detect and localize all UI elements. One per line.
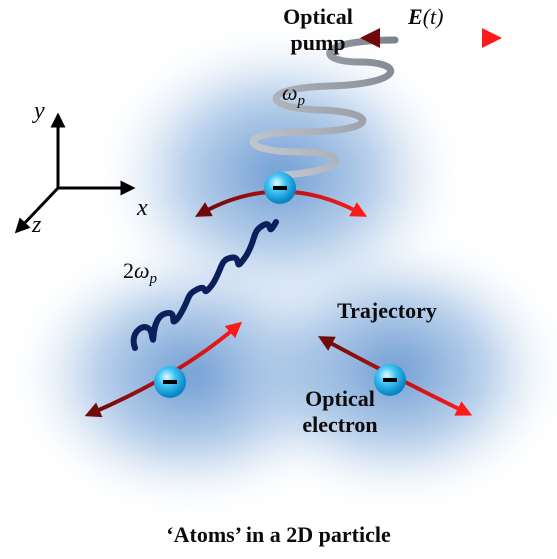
subscript-p: p <box>297 93 306 109</box>
trajectory-label: Trajectory <box>337 298 437 323</box>
field-label: E(t) <box>408 4 443 30</box>
z-axis-arrow <box>14 186 60 234</box>
field-argument: (t) <box>422 4 444 29</box>
electron-top <box>264 172 296 204</box>
atom-cloud <box>20 35 557 505</box>
omega-symbol: ω <box>282 80 298 105</box>
second-harmonic-label: 2ωp <box>123 258 158 287</box>
coordinate-axes <box>14 112 136 234</box>
caption: ‘Atoms’ in a 2D particle <box>166 522 391 547</box>
electron-left <box>154 366 186 398</box>
two-label: 2 <box>123 258 134 283</box>
optical-electron-line1: Optical <box>305 386 375 411</box>
optical-pump-line1: Optical <box>283 4 353 29</box>
y-axis-label: y <box>34 98 45 124</box>
pump-frequency-label: ωp <box>282 80 306 109</box>
optical-electron-line2: electron <box>302 412 378 437</box>
omega-symbol-2: ω <box>134 258 150 283</box>
optical-pump-label: Optical pump <box>268 4 368 56</box>
x-axis-label: x <box>137 195 148 221</box>
field-symbol: E <box>408 4 423 29</box>
optical-pump-line2: pump <box>290 30 346 55</box>
pump-wave <box>249 36 399 179</box>
electron-right <box>374 364 406 396</box>
z-axis-label: z <box>32 212 42 238</box>
optical-electron-label: Optical electron <box>285 386 395 438</box>
subscript-p-2: p <box>149 271 158 287</box>
